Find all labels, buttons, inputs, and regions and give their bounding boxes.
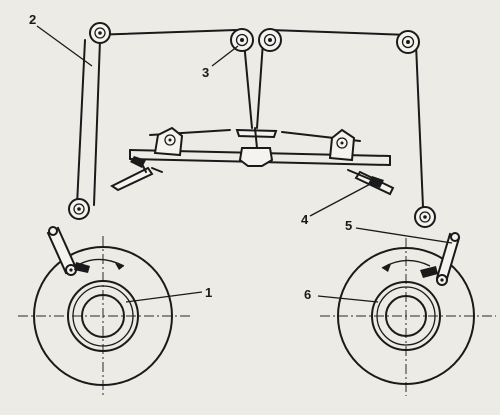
- label-2: 2: [29, 12, 36, 27]
- right-drum-outer: [337, 247, 475, 385]
- right-shoe-pad: [420, 266, 438, 278]
- leader-lines: [36, 25, 453, 303]
- right-top-rope: [270, 29, 411, 36]
- left-bracket: [153, 126, 184, 157]
- left-outer-rope: [76, 39, 86, 206]
- left-shoe-pad: [74, 262, 90, 273]
- left-rotation-arrow: [79, 258, 125, 267]
- left-brake-shoe: [110, 156, 163, 192]
- top-center-left-pulley: [230, 28, 254, 52]
- right-rotation-arrow: [381, 259, 431, 269]
- right-drum-hub: [385, 295, 427, 337]
- right-hanger-rope: [256, 41, 264, 129]
- right-brake-shoe: [347, 169, 395, 196]
- left-drum-rim: [67, 280, 139, 352]
- left-drum-hub: [81, 294, 125, 338]
- top-right-pulley: [396, 30, 420, 54]
- label-3: 3: [202, 65, 209, 80]
- right-rope-system: [256, 29, 424, 208]
- top-left-pulley: [89, 22, 111, 44]
- balance-beam-assembly: [129, 126, 391, 167]
- left-hanger-rope: [243, 41, 253, 129]
- right-outer-rope: [415, 43, 424, 208]
- right-drum-rim: [371, 281, 441, 351]
- right-bracket: [328, 128, 356, 162]
- lower-right-pulley: [414, 206, 436, 228]
- top-center-right-pulley: [258, 28, 282, 52]
- label-6: 6: [304, 287, 311, 302]
- center-hub: [238, 147, 274, 167]
- label-5: 5: [345, 218, 352, 233]
- left-inner-rope: [93, 39, 101, 206]
- left-rope-system: [76, 29, 253, 206]
- lower-left-pulley: [68, 198, 90, 220]
- left-drum-assembly: [18, 226, 190, 396]
- label-1: 1: [205, 285, 212, 300]
- left-top-rope: [91, 29, 237, 36]
- right-drum-assembly: [320, 232, 496, 396]
- left-drum-outer: [33, 246, 173, 386]
- label-4: 4: [301, 212, 309, 227]
